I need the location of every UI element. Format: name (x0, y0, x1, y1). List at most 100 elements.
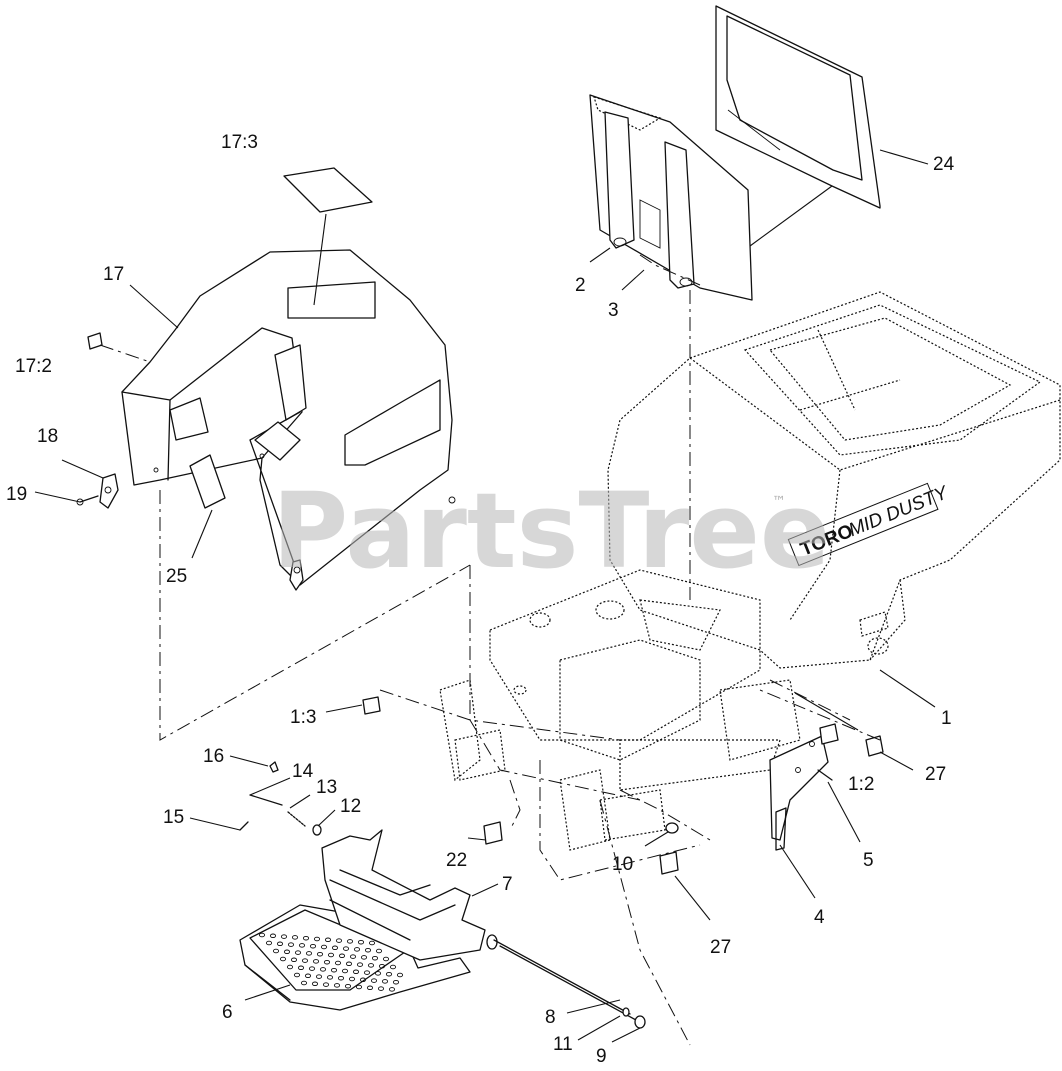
perforation-hole (294, 950, 302, 955)
perforation-hole (302, 935, 310, 941)
frame-assembly (439, 569, 801, 851)
perforation-hole (341, 968, 349, 974)
perforation-hole (279, 956, 287, 962)
screw-part-19 (76, 495, 99, 506)
perforation-hole (297, 965, 305, 971)
platform-perforation-grid (258, 932, 404, 992)
watermark-trademark: ™ (772, 494, 786, 510)
decal-part-25 (189, 454, 226, 509)
callout-17: 17 (103, 264, 124, 285)
perforation-hole (291, 935, 299, 940)
perforation-hole (311, 981, 319, 987)
callout-11: 11 (553, 1034, 573, 1055)
callout-22: 22 (446, 850, 467, 871)
shroud-part-17 (121, 249, 456, 591)
perforation-hole (286, 964, 294, 970)
perforation-hole (337, 975, 345, 981)
callout-5: 5 (863, 850, 874, 871)
perforation-hole (305, 951, 313, 956)
callout-1-2: 1:2 (848, 774, 874, 795)
perforation-hole (315, 974, 323, 979)
callout-4: 4 (814, 907, 825, 928)
decal-part-17-2 (87, 332, 103, 350)
callout-2: 2 (575, 275, 586, 296)
perforation-hole (349, 954, 357, 959)
perforation-hole (353, 947, 361, 952)
perforation-hole (375, 948, 383, 954)
perforation-hole (344, 983, 352, 989)
perforation-hole (388, 987, 396, 992)
callout-27-upper: 27 (925, 764, 946, 785)
decal-part-22 (483, 821, 503, 845)
parts-tree-watermark: PartsTree ™ (272, 470, 830, 592)
callout-6: 6 (222, 1002, 233, 1023)
perforation-hole (333, 983, 341, 988)
perforation-hole (396, 972, 404, 978)
callout-13: 13 (316, 777, 337, 798)
decal-part-27-upper (865, 735, 884, 757)
callout-18: 18 (37, 426, 58, 447)
perforation-hole (359, 977, 367, 983)
hopper-panel-part-24 (715, 5, 881, 209)
callout-19: 19 (6, 484, 27, 505)
screw-part-5 (817, 769, 833, 781)
perforation-hole (287, 942, 295, 947)
callout-1: 1 (941, 708, 952, 729)
bracket-part-4 (769, 735, 829, 851)
callout-16: 16 (203, 746, 224, 767)
perforation-hole (323, 959, 331, 965)
perforation-hole (345, 961, 353, 967)
perforation-hole (338, 953, 346, 959)
perforation-hole (392, 979, 400, 985)
perforation-hole (300, 980, 308, 986)
callout-15: 15 (163, 807, 184, 828)
perforation-hole (371, 955, 379, 961)
perforation-hole (346, 939, 354, 944)
perforation-hole (374, 971, 382, 976)
decal-part-1-2 (819, 723, 839, 745)
perforation-hole (389, 964, 397, 970)
watermark-text: PartsTree (272, 470, 830, 592)
perforation-hole (368, 940, 376, 946)
perforation-hole (298, 943, 306, 948)
assembly-lines (99, 254, 881, 1046)
decal-part-17-3 (283, 167, 373, 213)
perforation-hole (330, 967, 338, 973)
callout-8: 8 (545, 1007, 556, 1028)
perforation-hole (265, 940, 273, 946)
callout-10: 10 (612, 854, 633, 875)
brand-decal-model: MID DUSTY (846, 482, 952, 541)
yoke-part-7 (321, 829, 498, 961)
perforation-hole (352, 969, 360, 975)
perforation-hole (382, 956, 390, 962)
perforation-hole (312, 959, 320, 964)
perforation-hole (290, 957, 298, 963)
perforation-hole (370, 978, 378, 983)
perforation-hole (342, 946, 350, 951)
perforation-hole (327, 952, 335, 958)
perforation-hole (385, 971, 393, 977)
perforation-hole (301, 958, 309, 963)
callout-27-lower: 27 (710, 937, 731, 958)
perforation-hole (313, 936, 321, 942)
callout-labels: 17:3 17 17:2 18 19 25 24 2 3 1 1:3 1:2 2… (6, 132, 955, 1067)
perforation-hole (363, 970, 371, 975)
pin-assembly (239, 761, 322, 836)
perforation-hole (335, 938, 343, 943)
perforation-hole (377, 986, 385, 991)
perforation-hole (364, 947, 372, 953)
perforation-hole (334, 960, 342, 966)
callout-12: 12 (340, 796, 361, 817)
perforation-hole (331, 945, 339, 951)
washer-part-10 (665, 822, 679, 834)
perforation-hole (280, 934, 288, 939)
perforation-hole (324, 937, 332, 943)
latch-part-18 (99, 473, 119, 509)
callout-25: 25 (166, 566, 187, 587)
perforation-hole (283, 949, 291, 955)
perforation-hole (348, 976, 356, 982)
perforation-hole (258, 932, 266, 938)
perforation-hole (322, 982, 330, 987)
screen-part-2 (589, 94, 753, 301)
